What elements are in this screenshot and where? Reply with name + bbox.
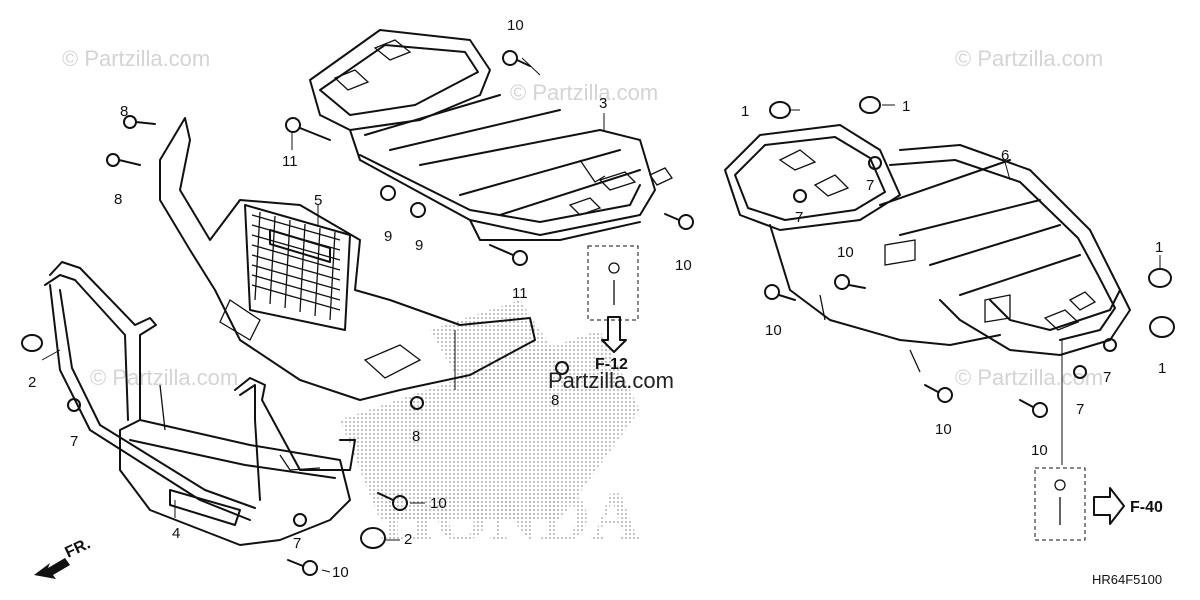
diagram-code: HR64F5100 <box>1092 572 1162 587</box>
detail-box-left <box>587 245 639 321</box>
rear-carrier-part-6 <box>724 124 1131 373</box>
front-grille-cover-part-5 <box>159 117 536 401</box>
callout-10-r1: 10 <box>837 244 854 261</box>
callout-9-b: 9 <box>415 237 423 254</box>
callout-7-r3: 7 <box>1103 369 1111 386</box>
watermark-top-left: © Partzilla.com <box>62 46 210 71</box>
callout-10-mid: 10 <box>675 257 692 274</box>
callout-8-a: 8 <box>120 103 128 120</box>
callout-9-a: 9 <box>384 228 392 245</box>
callout-6: 6 <box>1001 147 1009 164</box>
callout-10-low: 10 <box>430 495 447 512</box>
detail-box-right <box>1034 467 1086 541</box>
reference-arrow-left <box>601 316 627 353</box>
callout-5: 5 <box>314 192 322 209</box>
callout-8-b: 8 <box>114 191 122 208</box>
callout-3: 3 <box>599 95 607 112</box>
callout-8-c: 8 <box>551 392 559 409</box>
callout-1-tl: 1 <box>741 103 749 120</box>
callout-7-r1: 7 <box>866 177 874 194</box>
callout-2-bottom: 2 <box>404 531 412 548</box>
callout-7-bottom: 7 <box>293 535 301 552</box>
watermark-top-center: © Partzilla.com <box>510 80 658 105</box>
callout-8-d: 8 <box>412 428 420 445</box>
callout-7-r4: 7 <box>1076 401 1084 418</box>
watermark-center: Partzilla.com <box>548 368 674 393</box>
callout-10-r3: 10 <box>935 421 952 438</box>
reference-arrow-right <box>1093 487 1125 525</box>
watermark-mid-left: © Partzilla.com <box>90 365 238 390</box>
front-direction-arrow-icon <box>34 558 70 579</box>
reference-label-left: F-12 <box>595 356 628 373</box>
front-guard-part-4 <box>44 261 356 546</box>
callout-11-a: 11 <box>282 153 298 170</box>
callout-2-left: 2 <box>28 374 36 391</box>
leader-lines <box>41 57 1161 573</box>
callout-10-bottom: 10 <box>332 564 349 581</box>
callout-10-top: 10 <box>507 17 524 34</box>
callout-10-r2: 10 <box>765 322 782 339</box>
callout-1-rb: 1 <box>1158 360 1166 377</box>
callout-10-r4: 10 <box>1031 442 1048 459</box>
fasteners <box>21 50 1175 576</box>
reference-label-right: F-40 <box>1130 499 1163 516</box>
callout-4: 4 <box>172 525 180 542</box>
callout-7-r2: 7 <box>795 209 803 226</box>
callout-1-tr: 1 <box>902 98 910 115</box>
honda-background-text: HONDA <box>380 479 641 556</box>
watermark-top-right: © Partzilla.com <box>955 46 1103 71</box>
callout-1-r: 1 <box>1155 239 1163 256</box>
callout-7-left: 7 <box>70 433 78 450</box>
front-carrier-part-3 <box>309 29 673 241</box>
front-direction-label: FR. <box>63 535 94 561</box>
callout-labels: 10 8 8 3 11 5 9 9 10 11 2 7 4 7 10 2 10 … <box>28 17 1166 581</box>
callout-11-b: 11 <box>512 285 528 302</box>
